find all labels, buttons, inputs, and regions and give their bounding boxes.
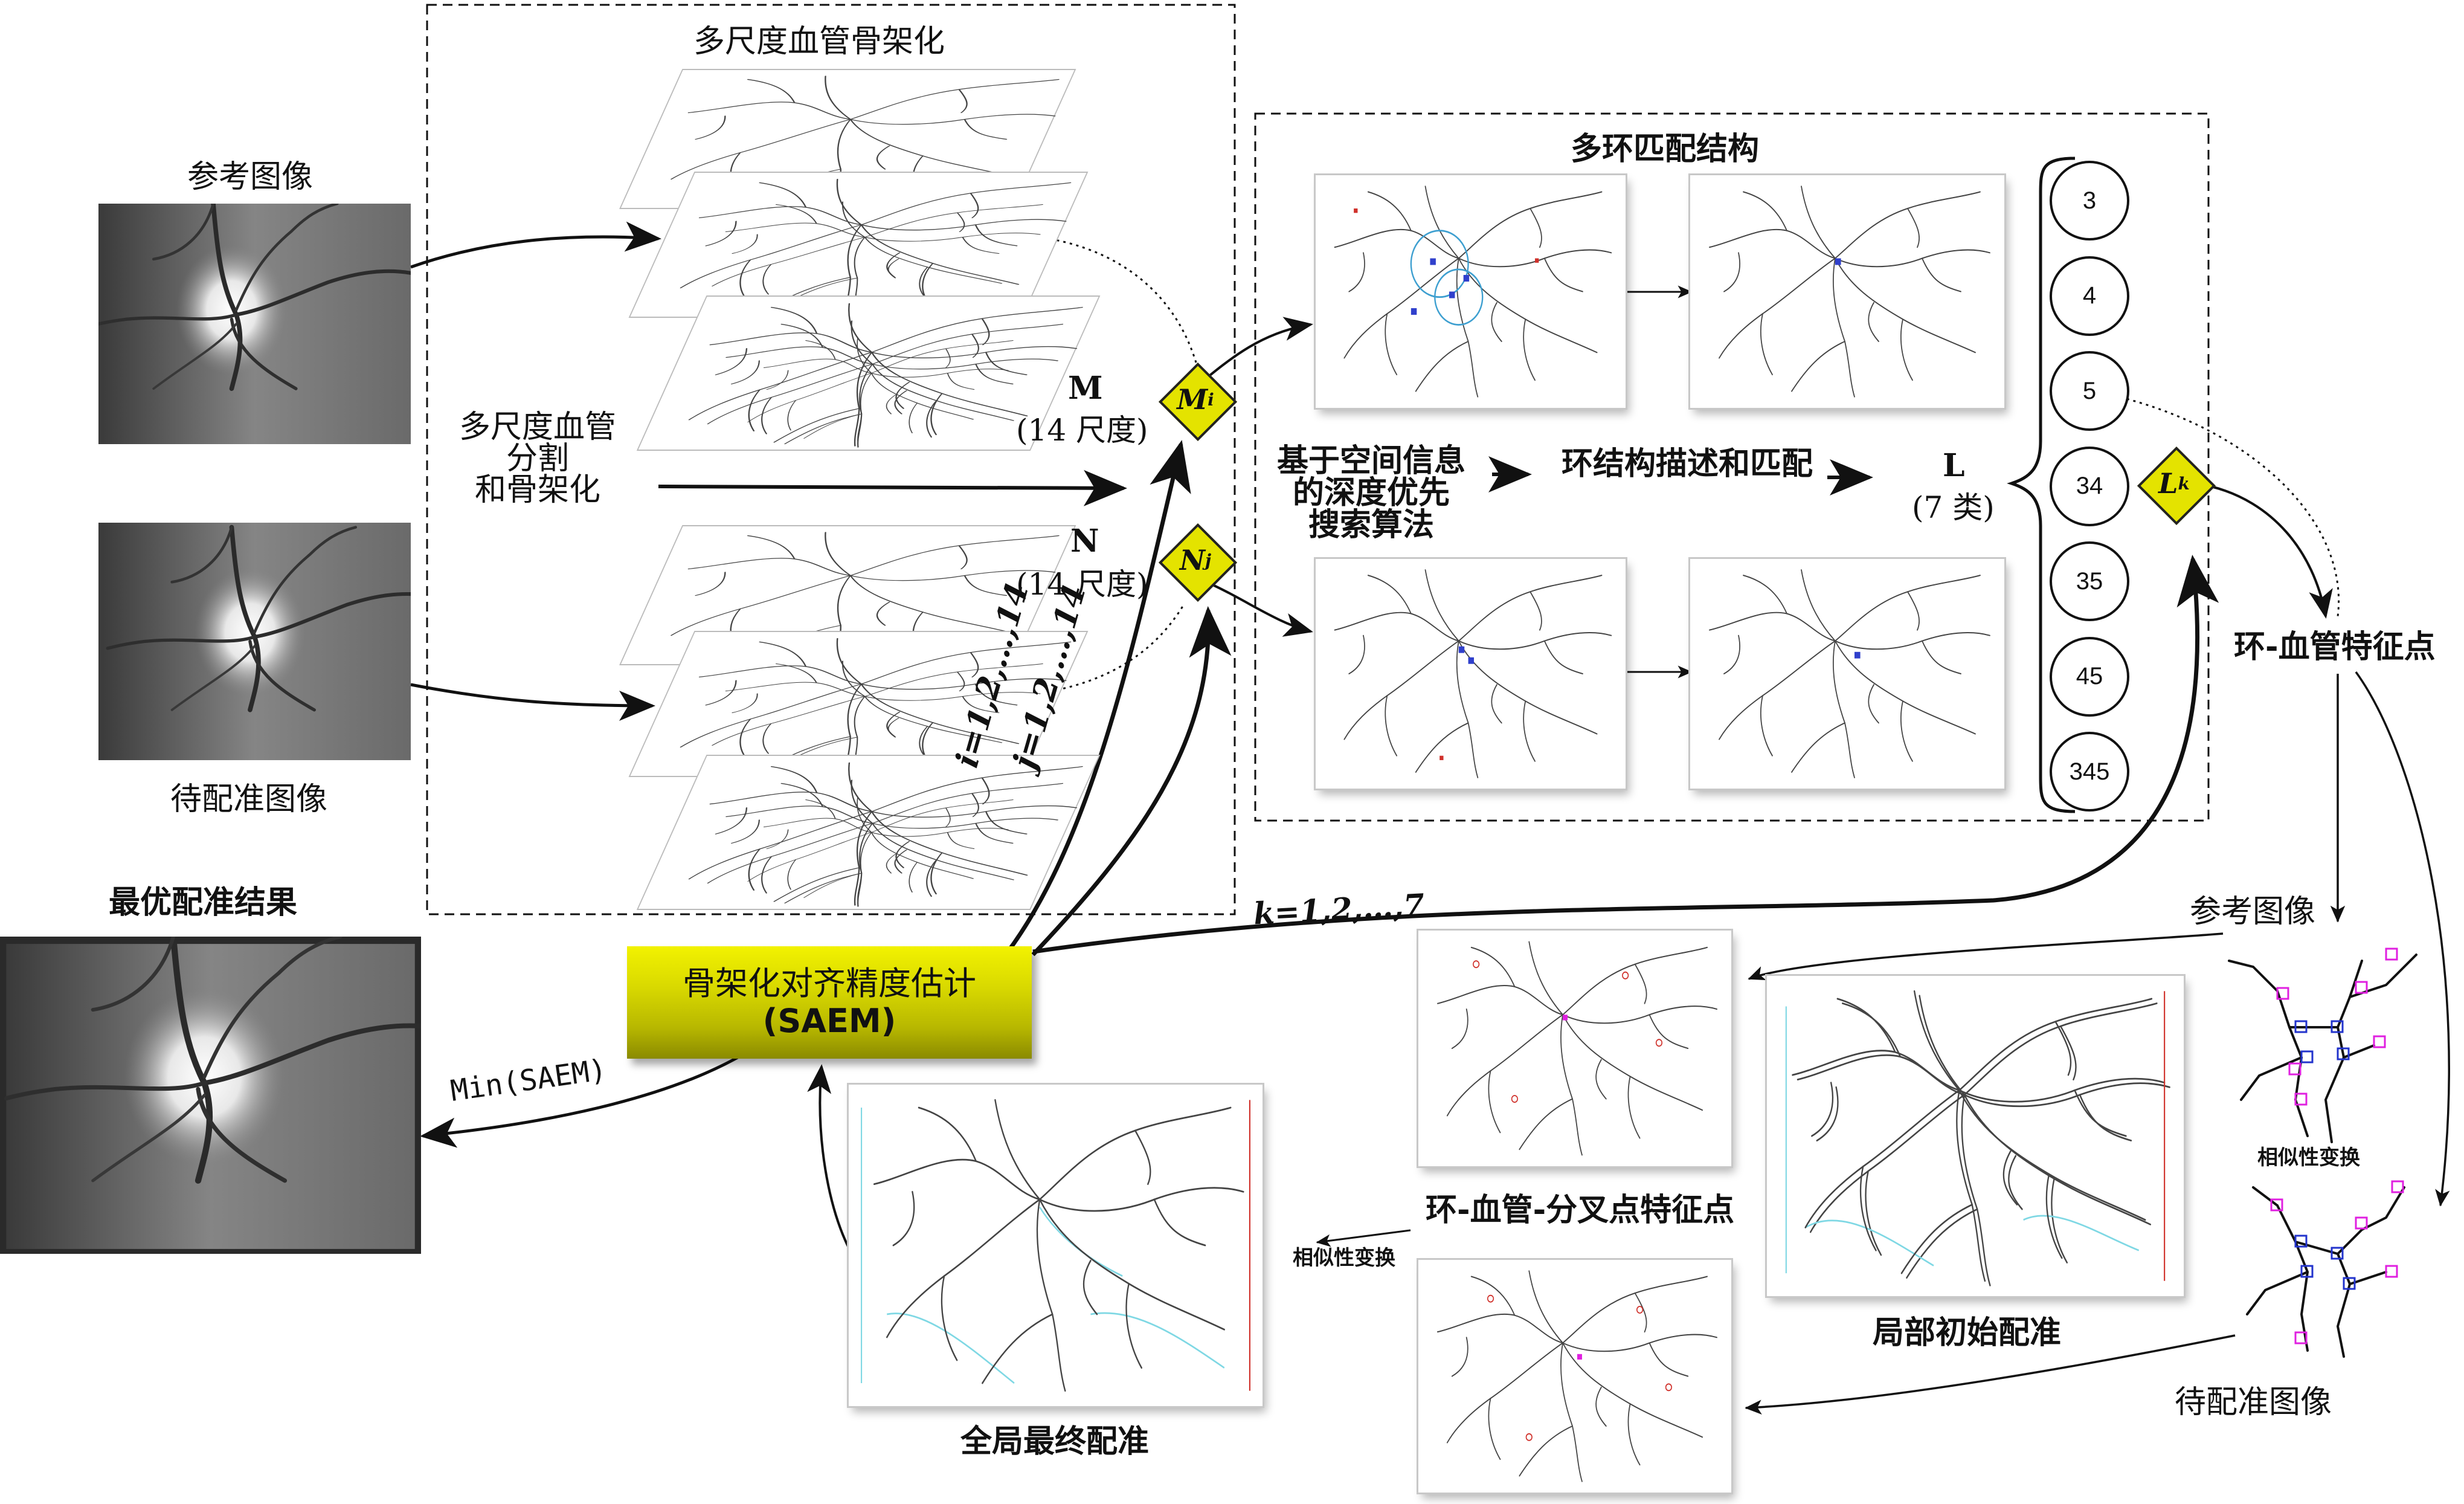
diamond-nj-label: N (1179, 544, 1205, 576)
L-label: L (1943, 447, 1965, 484)
moving-fundus-image (98, 523, 411, 760)
ring-match-panel-m1 (1316, 175, 1626, 408)
global-final-registration-panel (849, 1085, 1263, 1406)
ring-class-circle: 45 (2050, 636, 2129, 717)
arrow-n-to-ring (1201, 579, 1313, 637)
ring-desc-label: 环结构描述和匹配 (1562, 446, 1813, 482)
ref-image-label: 参考图像 (187, 159, 314, 195)
moving-image-small-label: 待配准图像 (2175, 1384, 2332, 1421)
arrow-similarity (1316, 1229, 1411, 1247)
multi-ring-title: 多环匹配结构 (1571, 131, 1760, 167)
arrow-seg-to-mn (658, 470, 1127, 506)
n-scales-label: (14 尺度) (1016, 567, 1148, 602)
skeleton-stack-m (619, 69, 1101, 451)
skeleton-group-box (426, 4, 1236, 915)
similarity-label: 相似性变换 (1293, 1246, 1395, 1270)
arrow-global-to-saem (807, 1064, 853, 1254)
moving-image-label: 待配准图像 (170, 781, 328, 818)
ring-bifurcation-panel-bottom (1418, 1260, 1731, 1493)
ref-ring-feature-diagram (2205, 918, 2459, 1172)
ring-class-circle: 5 (2050, 351, 2129, 431)
diamond-mi-label: M (1177, 383, 1208, 416)
n-label: N (1070, 523, 1099, 560)
ring-match-panel-n1 (1316, 559, 1626, 789)
arrow-moving-to-bifurcation (1745, 1334, 2236, 1415)
arrow-to-ring-bifurcation (1748, 932, 2224, 981)
arrow-lk-to-points (2210, 485, 2333, 619)
skeleton-stack-n (619, 525, 1101, 910)
saem-box: 骨架化对齐精度估计 (SAEM) (627, 946, 1032, 1059)
best-result-label: 最优配准结果 (109, 885, 298, 921)
best-registration-result-image (0, 937, 421, 1254)
multi-scale-skeleton-title: 多尺度血管骨架化 (693, 24, 945, 60)
diamond-mi-sub: i (1208, 389, 1214, 410)
L-classes-label: (7 类) (1912, 490, 1995, 525)
arrow-saem-to-nj (1031, 606, 1232, 957)
seg-line2: 分割 (506, 441, 569, 477)
ring-bifurcation-panel-top (1418, 931, 1731, 1166)
ring-class-circle: 35 (2050, 541, 2129, 621)
m-scales-label: (14 尺度) (1016, 413, 1148, 448)
arrow-saem-to-mi (992, 440, 1191, 972)
ring-class-circle: 3 (2050, 161, 2129, 240)
arrow-ref-to-skeleton (410, 221, 661, 269)
diamond-nj-sub: j (1205, 550, 1212, 570)
ring-match-panel-n2 (1690, 559, 2004, 789)
local-init-label: 局部初始配准 (1873, 1315, 2062, 1351)
dfs-line1: 基于空间信息 (1276, 443, 1465, 479)
similarity-small-label: 相似性变换 (2257, 1146, 2360, 1170)
dotted-class5-link (2100, 392, 2340, 617)
seg-line3: 和骨架化 (474, 472, 600, 508)
saem-title: 骨架化对齐精度估计 (683, 964, 976, 1002)
dotted-n-link (1023, 604, 1185, 696)
dfs-line3: 搜索算法 (1308, 507, 1434, 543)
ring-class-circle: 34 (2050, 446, 2129, 526)
ref-image-small-label: 参考图像 (2190, 894, 2316, 930)
seg-line1: 多尺度血管 (458, 409, 616, 445)
arrow-points-to-moving (2355, 671, 2450, 1207)
arrow-saem-to-lk (1032, 555, 2219, 954)
ring-bifurcation-label: 环-血管-分叉点特征点 (1426, 1192, 1735, 1228)
ring-class-circle: 345 (2050, 732, 2129, 812)
m-label: M (1068, 370, 1103, 407)
dotted-m-link (1023, 234, 1197, 363)
multi-ring-group-box (1254, 112, 2210, 822)
ring-class-brace (2007, 157, 2076, 813)
ring-vessel-points-label: 环-血管特征点 (2234, 629, 2436, 665)
global-final-label: 全局最终配准 (960, 1424, 1150, 1460)
dfs-line2: 的深度优先 (1292, 475, 1450, 511)
arrow-saem-to-best (420, 1053, 744, 1148)
moving-ring-feature-diagram (2205, 1169, 2459, 1375)
reference-fundus-image (98, 204, 411, 444)
arrow-moving-to-skeleton (410, 683, 655, 721)
saem-abbr: (SAEM) (762, 1002, 896, 1040)
local-initial-registration-panel (1767, 976, 2184, 1296)
ring-match-panel-m2 (1690, 175, 2004, 408)
diamond-lk-sub: k (2178, 473, 2190, 494)
ring-class-circle: 4 (2050, 256, 2129, 336)
diamond-lk-label: L (2158, 467, 2178, 500)
